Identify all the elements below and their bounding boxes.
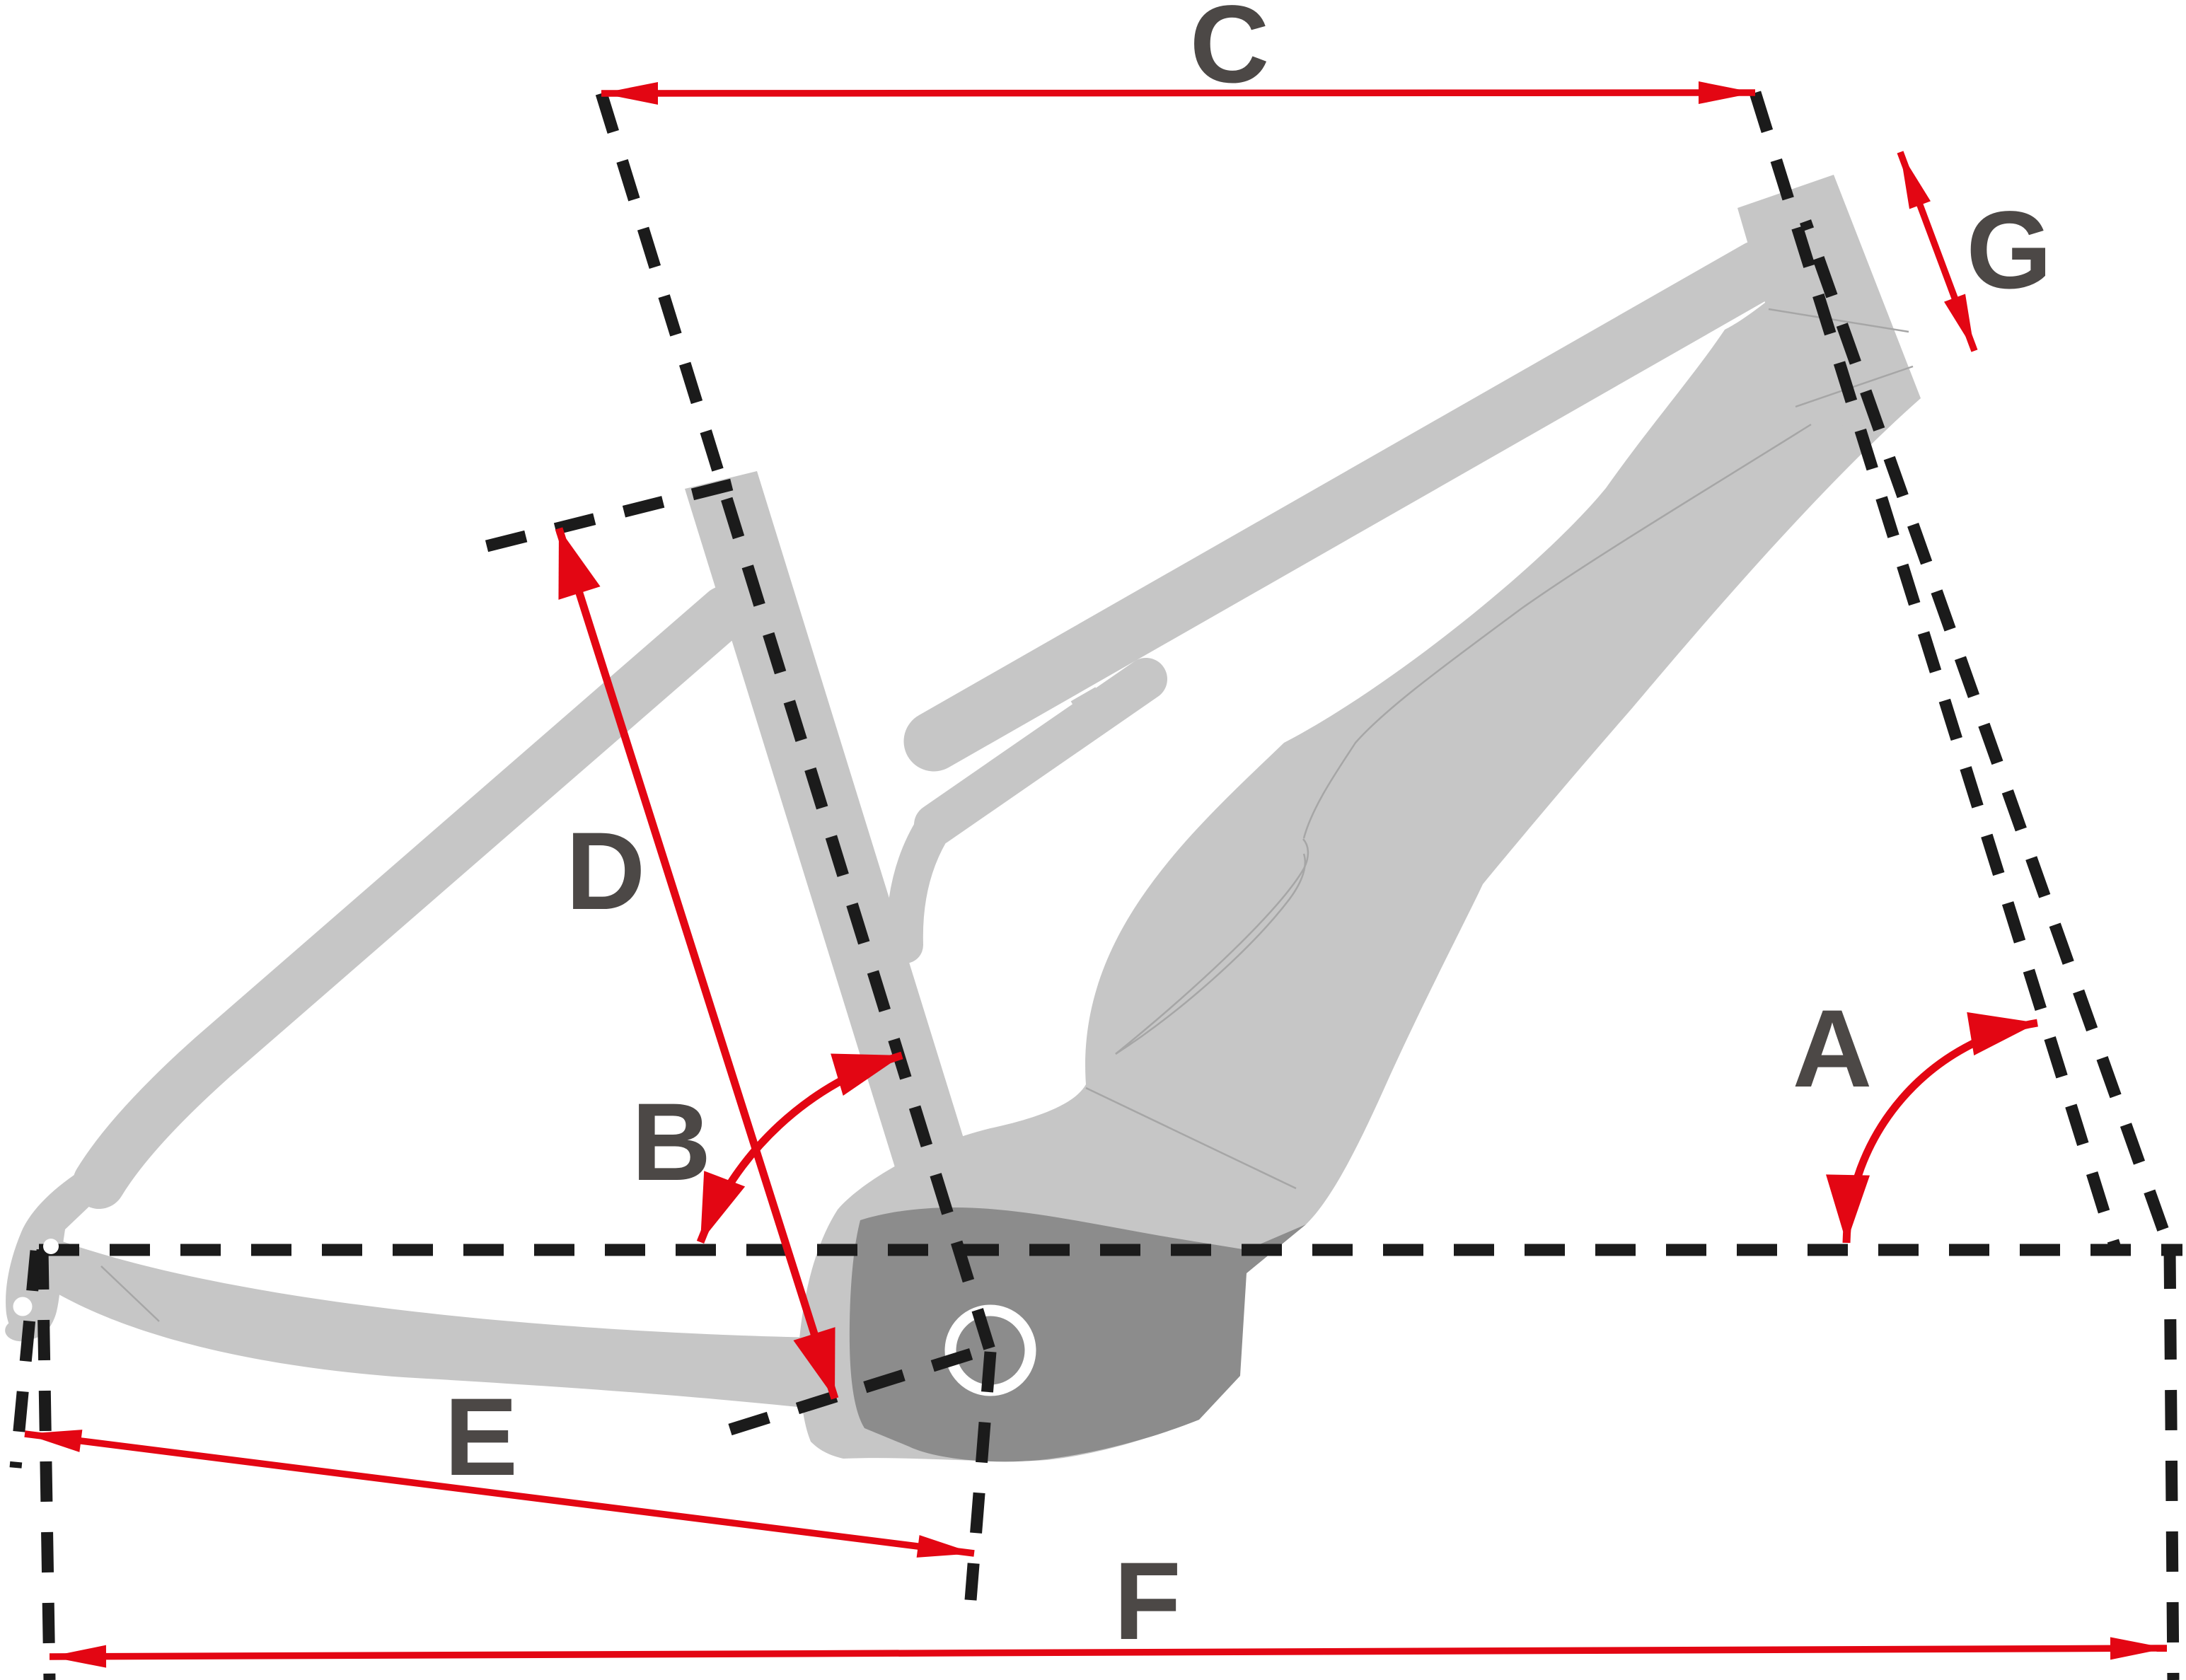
svg-text:C: C	[1190, 0, 1270, 106]
svg-text:G: G	[1966, 189, 2052, 312]
svg-text:A: A	[1793, 987, 1873, 1111]
svg-text:B: B	[632, 1081, 712, 1204]
svg-text:F: F	[1114, 1540, 1181, 1663]
svg-text:E: E	[444, 1376, 518, 1499]
svg-text:D: D	[566, 810, 646, 933]
